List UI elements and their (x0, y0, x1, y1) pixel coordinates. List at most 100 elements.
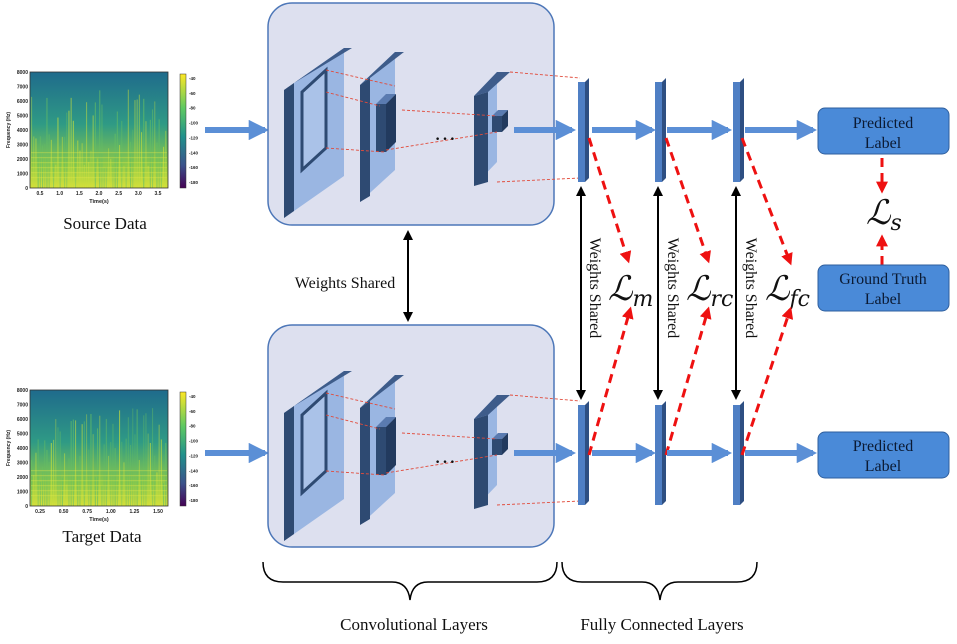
conv-connector-line (509, 394, 581, 402)
spectrogram-streak (79, 456, 81, 506)
conv-block-top (376, 417, 396, 427)
target-colorbar (179, 391, 187, 507)
spectrogram-streak (79, 150, 81, 188)
spectrogram-streak (75, 420, 77, 506)
spectrogram-streak (114, 448, 116, 506)
spectrogram-streak (57, 117, 59, 188)
y-tick-label: 6000 (17, 99, 28, 105)
y-tick-label: 0 (25, 186, 28, 192)
target-spectrogram-image (30, 390, 168, 506)
y-tick-label: 7000 (17, 403, 28, 409)
fc1-weights-shared-label: Weights Shared (586, 238, 603, 338)
conv-slab-1-edge (284, 83, 294, 218)
conv-connector-line (325, 414, 381, 430)
spectrogram-streak (50, 139, 52, 188)
conv-block-front (492, 439, 502, 455)
colorbar-tick-label: -80 (189, 424, 196, 429)
source-x-axis-label: Time(s) (89, 199, 109, 205)
spectrogram-streak (163, 146, 165, 188)
x-tick-label: 0.25 (35, 509, 45, 515)
spectrogram-streak (31, 460, 33, 506)
spectrogram-streak (37, 439, 39, 506)
svg-text:Ground Truth: Ground Truth (839, 271, 927, 288)
conv-slab-3-top (474, 395, 510, 419)
target-spectrogram-texture (31, 408, 167, 506)
conv-block-top (376, 94, 396, 104)
spectrogram-streak (130, 141, 132, 188)
spectrogram-streak (121, 120, 123, 188)
spectrogram-streak (136, 409, 138, 506)
spectrogram-streak (156, 472, 158, 506)
conv-slab-1-edge (284, 406, 294, 541)
colorbar-tick-label: -40 (189, 394, 196, 399)
colorbar-tick-label: -140 (189, 150, 199, 155)
predicted-label-top-box: Predicted Label (817, 107, 950, 155)
spectrogram-streak (154, 101, 156, 188)
colorbar-tick-label: -160 (189, 165, 199, 170)
spectrogram-streak (145, 121, 147, 188)
conv-connector-line (325, 69, 396, 87)
spectrogram-streak (149, 442, 151, 506)
spectrogram-streak (145, 413, 147, 506)
spectrogram-streak (105, 418, 107, 506)
y-tick-label: 3000 (17, 461, 28, 467)
spectrogram-streak (99, 415, 101, 506)
spectrogram-streak (101, 485, 103, 506)
spectrogram-streak (108, 148, 110, 188)
spectrogram-band (31, 485, 167, 487)
spectrogram-streak (99, 90, 101, 188)
fc-layers-brace (561, 561, 758, 601)
spectrogram-streak (112, 165, 114, 188)
conv-slab-2-edge (360, 401, 370, 525)
source-conv-layers (284, 48, 581, 218)
y-tick-label: 5000 (17, 114, 28, 120)
y-tick-label: 2000 (17, 157, 28, 163)
colorbar-tick-label: -140 (189, 468, 199, 473)
conv-connector-line (325, 91, 381, 107)
x-tick-label: 1.50 (153, 509, 163, 515)
spectrogram-streak (149, 119, 151, 188)
colorbar-tick-label: -180 (189, 180, 199, 185)
spectrogram-streak (141, 132, 143, 188)
spectrogram-streak (94, 102, 96, 188)
spectrogram-streak (86, 102, 88, 188)
spectrogram-streak (39, 136, 41, 188)
x-tick-label: 0.5 (37, 191, 44, 197)
spectrogram-streak (88, 161, 90, 188)
target-colorbar-ticks: -40-60-80-100-120-140-160-180 (189, 394, 199, 503)
spectrogram-streak (110, 442, 112, 506)
spectrogram-streak (141, 473, 143, 506)
conv-weights-shared-label: Weights Shared (295, 275, 395, 292)
conv-connector-line (509, 71, 581, 79)
y-tick-label: 1000 (17, 490, 28, 496)
spectrogram-streak (114, 133, 116, 188)
loss-fc-arrow-bottom (740, 306, 794, 456)
spectrogram-streak (57, 427, 59, 506)
spectrogram-streak (72, 419, 74, 506)
svg-text:Label: Label (865, 291, 902, 308)
spectrogram-band (31, 177, 167, 179)
spectrogram-streak (92, 434, 94, 506)
spectrogram-streak (105, 166, 107, 188)
spectrogram-streak (158, 119, 160, 188)
colorbar-tick-label: -180 (189, 498, 199, 503)
spectrogram-streak (81, 424, 83, 506)
spectrogram-streak (77, 140, 79, 188)
source-data-caption: Source Data (63, 214, 147, 233)
spectrogram-streak (119, 410, 121, 506)
spectrogram-streak (97, 428, 99, 506)
spectrogram-streak (61, 477, 63, 506)
spectrogram-streak (39, 481, 41, 506)
x-tick-label: 1.0 (56, 191, 63, 197)
conv-slab-2-edge (360, 78, 370, 202)
loss-rc: ℒrc (686, 269, 733, 312)
spectrogram-streak (152, 109, 154, 188)
loss-m-arrow-top (587, 137, 632, 264)
spectrogram-band (31, 157, 167, 159)
svg-text:Predicted: Predicted (853, 115, 913, 132)
spectrogram-streak (68, 110, 70, 188)
target-conv-ellipsis: … (434, 443, 456, 468)
colorbar-tick-label: -100 (189, 439, 199, 444)
svg-text:Label: Label (865, 458, 902, 475)
